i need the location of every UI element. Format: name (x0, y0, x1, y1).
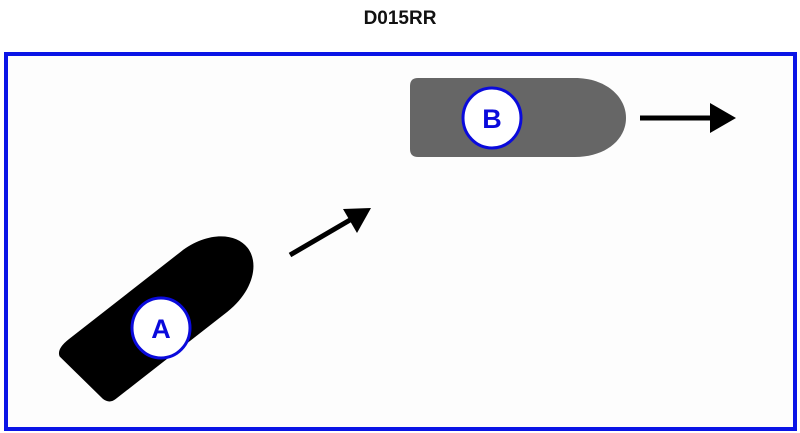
boat-b-label: B (482, 104, 502, 134)
boat-a-heading-arrow-icon (288, 208, 371, 258)
boat-a-label-circle (130, 296, 192, 360)
boat-b: B (410, 78, 626, 157)
boat-b-heading-arrow-icon (640, 103, 736, 133)
diagram-title: D015RR (363, 8, 437, 29)
boat-a-label: A (151, 314, 171, 344)
boat-b-label-circle (461, 86, 523, 150)
